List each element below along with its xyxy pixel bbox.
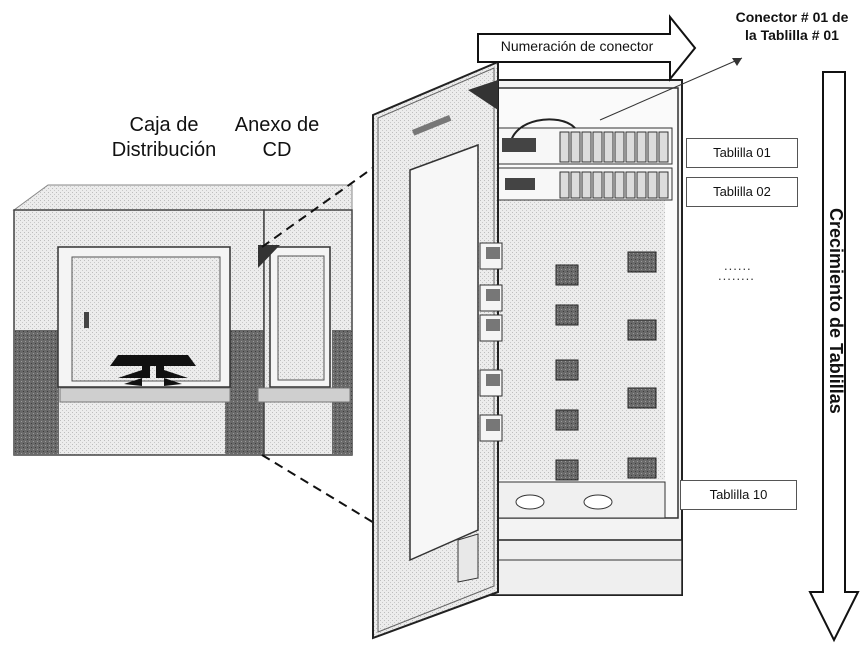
- anexo-label: Anexo de CD: [212, 113, 342, 163]
- center-block: [555, 359, 579, 381]
- distribution-box-illustration: [12, 184, 353, 456]
- tablilla-connector: [625, 131, 636, 163]
- company-logo: [110, 355, 196, 386]
- conector-label-line1: Conector # 01 de: [735, 9, 849, 25]
- side-block-face: [486, 374, 500, 386]
- tablilla-connector: [647, 131, 658, 163]
- right-connector-blocks: [627, 251, 657, 479]
- caja-label-line1: Caja de: [129, 114, 199, 136]
- right-block: [627, 319, 657, 341]
- tablilla-connector: [603, 171, 614, 199]
- tablilla-connector: [636, 131, 647, 163]
- tablilla-connector-strips: [559, 131, 669, 199]
- tablilla-connector: [636, 171, 647, 199]
- tablilla-connector: [658, 131, 669, 163]
- side-block-face: [486, 289, 500, 301]
- connector-pointer: [599, 57, 743, 121]
- tablilla-10-label: Tablilla 10: [680, 480, 797, 510]
- conector-label-line2: la Tablilla # 01: [745, 26, 839, 43]
- center-block: [555, 304, 579, 326]
- left-connector-blocks: [479, 242, 503, 442]
- tablilla-connector: [570, 131, 581, 163]
- tablilla-connector: [658, 171, 669, 199]
- tablilla-connector: [581, 131, 592, 163]
- caja-label-line2: Distribución: [111, 139, 217, 161]
- tablilla-02-label: Tablilla 02: [686, 177, 798, 207]
- tablilla-dots-2: ........: [718, 268, 755, 283]
- tablilla-connector: [647, 171, 658, 199]
- tablilla-connector: [592, 131, 603, 163]
- side-block-face: [486, 319, 500, 331]
- conector-label: Conector # 01 de la Tablilla # 01: [722, 9, 862, 44]
- crecimiento-arrow: [808, 71, 860, 643]
- tablilla-connector: [614, 131, 625, 163]
- right-block: [627, 457, 657, 479]
- tablilla-connector: [559, 171, 570, 199]
- side-block-face: [486, 247, 500, 259]
- anexo-label-line2: CD: [262, 139, 292, 161]
- tablilla-connector: [614, 171, 625, 199]
- tablilla-01-label: Tablilla 01: [686, 138, 798, 168]
- tablilla-connector: [570, 171, 581, 199]
- tablilla-connector: [581, 171, 592, 199]
- center-block: [555, 264, 579, 286]
- numeracion-label: Numeración de conector: [500, 38, 654, 54]
- tablilla-connector: [592, 171, 603, 199]
- anexo-label-line1: Anexo de: [234, 114, 320, 136]
- center-block: [555, 409, 579, 431]
- caja-label: Caja de Distribución: [64, 113, 264, 163]
- crecimiento-label: Crecimiento de Tablillas: [826, 208, 846, 414]
- center-block: [555, 459, 579, 481]
- center-connector-blocks: [555, 264, 579, 481]
- open-cabinet-illustration: [372, 60, 683, 640]
- right-block: [627, 387, 657, 409]
- tablilla-connector: [625, 171, 636, 199]
- tablilla-connector: [603, 131, 614, 163]
- right-block: [627, 251, 657, 273]
- numeracion-arrow: [477, 14, 697, 82]
- tablilla-dots-1: ......: [724, 258, 752, 273]
- tablilla-connector: [559, 131, 570, 163]
- side-block-face: [486, 419, 500, 431]
